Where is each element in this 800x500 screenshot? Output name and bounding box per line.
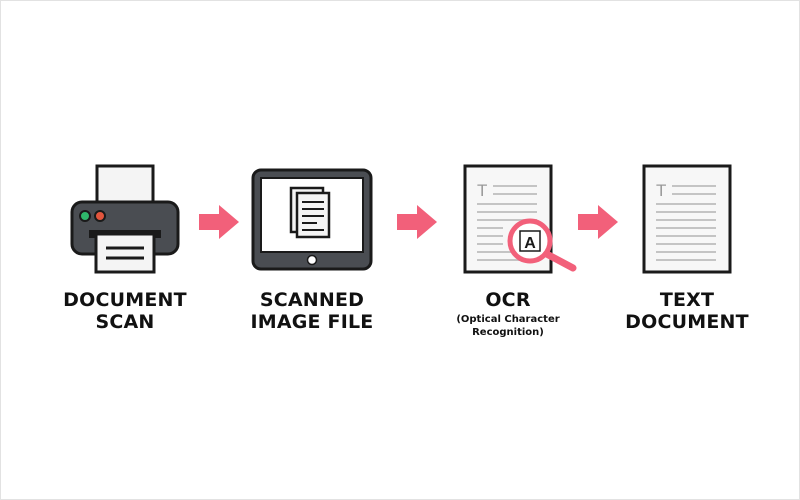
arrow-right-icon <box>199 205 239 239</box>
page-letter: T <box>656 181 666 200</box>
label-line: OCR <box>485 289 531 311</box>
step-label-ocr: OCR <box>441 289 575 311</box>
step-label-document-scan: DOCUMENT SCAN <box>41 289 209 333</box>
sublabel-line: Recognition) <box>472 327 544 338</box>
label-line: SCAN <box>95 311 155 333</box>
text-document-icon: T <box>642 164 732 274</box>
label-line: DOCUMENT <box>63 289 187 311</box>
page-letter: T <box>477 181 487 200</box>
label-line: TEXT <box>659 289 715 311</box>
step-label-scanned-image-file: SCANNED IMAGE FILE <box>227 289 397 333</box>
label-line: SCANNED <box>259 289 365 311</box>
tablet-icon <box>251 168 373 271</box>
arrow-right-icon <box>578 205 618 239</box>
sublabel-line: (Optical Character <box>456 314 560 325</box>
magnified-glyph: A <box>524 235 536 252</box>
magnifier-document-icon: T A <box>463 164 577 274</box>
label-line: DOCUMENT <box>625 311 749 333</box>
arrow-right-icon <box>397 205 437 239</box>
step-label-text-document: TEXT DOCUMENT <box>607 289 767 333</box>
printer-icon <box>70 164 180 274</box>
step-sublabel-ocr: (Optical Character Recognition) <box>431 313 585 339</box>
label-line: IMAGE FILE <box>250 311 374 333</box>
